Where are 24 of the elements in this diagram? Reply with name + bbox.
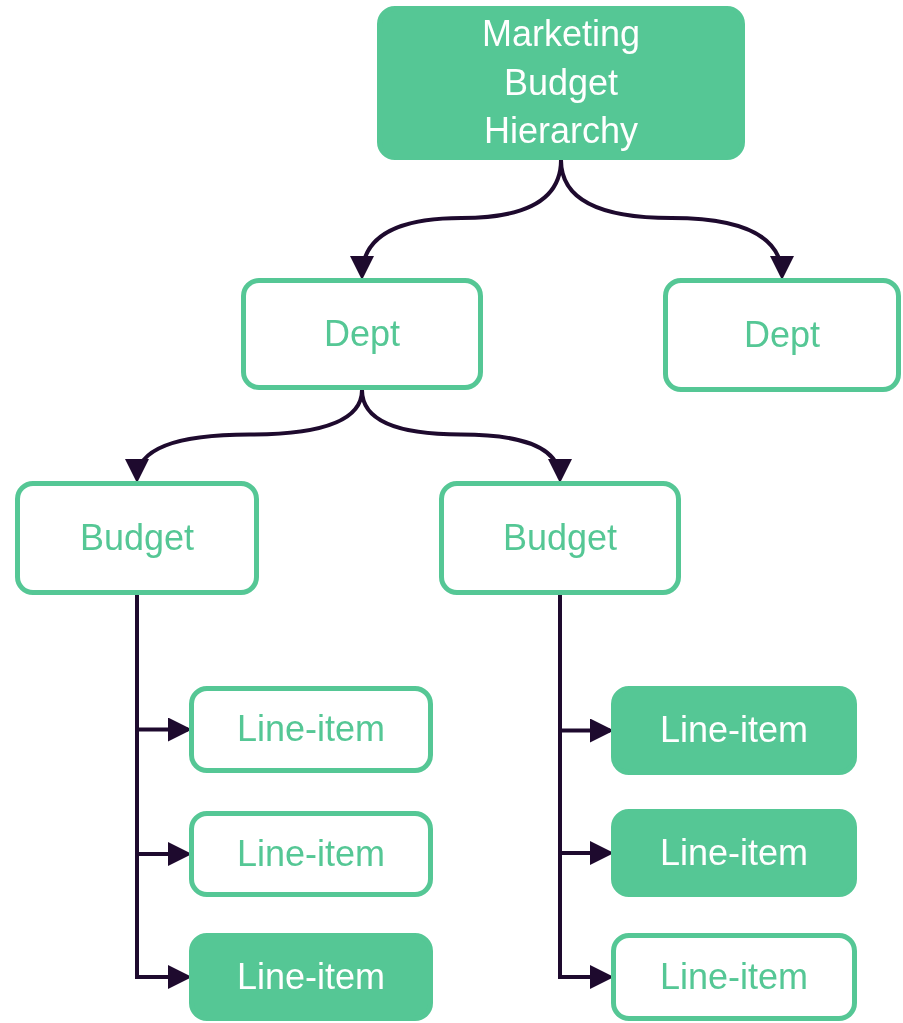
filled-box: [189, 933, 433, 1021]
outlined-box: [189, 811, 433, 897]
node-label: Budget: [502, 515, 618, 560]
node-label: Line-item: [236, 954, 386, 999]
node-label: Line-item: [659, 954, 809, 999]
node-label: Line-item: [236, 831, 386, 876]
node-label: Dept: [743, 312, 820, 357]
outlined-box: [663, 278, 901, 392]
outlined-box: [241, 278, 483, 390]
arrow: [559, 159, 793, 280]
node-label: Dept: [323, 311, 400, 356]
node-label: Line-item: [659, 830, 809, 875]
filled-box: [377, 6, 745, 160]
outlined-box: [15, 481, 259, 595]
outlined-box: [189, 686, 433, 773]
filled-box: [611, 809, 857, 897]
outlined-box: [611, 933, 857, 1021]
outlined-box: [439, 481, 681, 595]
node-label: Line-item: [236, 707, 386, 752]
node-label: Marketing Budget Hierarchy: [480, 12, 642, 154]
node-label: Budget: [79, 515, 195, 560]
node-label: Line-item: [659, 708, 809, 753]
arrow: [360, 389, 570, 483]
filled-box: [611, 686, 857, 775]
